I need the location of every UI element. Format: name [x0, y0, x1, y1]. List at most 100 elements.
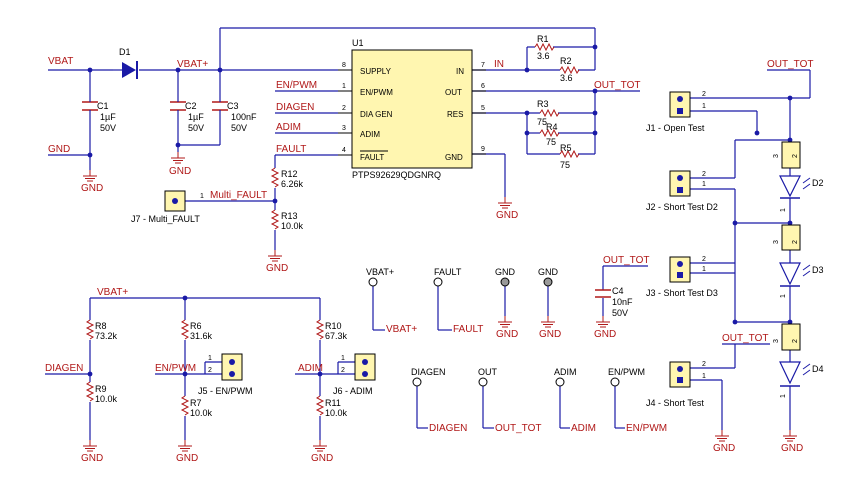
c2-volt: 50V	[188, 123, 204, 133]
u1-pin-gnd: GND	[445, 153, 463, 162]
jp-d4-pin-3: 3	[773, 339, 780, 343]
gnd-label-c1: GND	[81, 183, 103, 194]
net-out-tot-right: OUT_TOT	[767, 59, 813, 70]
net-vbat: VBAT	[48, 56, 73, 67]
u1-pin-7-num: 7	[481, 62, 485, 69]
j7-pin-1-num: 1	[200, 193, 204, 200]
c1-volt: 50V	[100, 123, 116, 133]
j2-pin-2: 2	[702, 171, 706, 178]
r1-ref: R1	[537, 34, 549, 44]
net-en-pwm-divider: EN/PWM	[155, 363, 196, 374]
j5-pin-1: 1	[208, 355, 212, 362]
j5-label: J5 - EN/PWM	[198, 386, 253, 396]
u1-pin-3-num: 3	[342, 125, 346, 132]
r6-ref: R6	[190, 321, 202, 331]
u1-pin-1-num: 1	[342, 83, 346, 90]
r11-value: 10.0k	[325, 408, 348, 418]
u1-pin-4-num: 4	[342, 147, 346, 154]
capacitor-c1	[82, 100, 98, 117]
tp-out-label: OUT	[478, 367, 498, 377]
jp-d4-pin-2: 2	[792, 339, 799, 343]
net-fault: FAULT	[276, 144, 306, 155]
r12-value: 6.26k	[281, 179, 304, 189]
u1-pin-8-num: 8	[342, 62, 346, 69]
resistors	[86, 43, 580, 416]
net-out-tot-j4: OUT_TOT	[722, 333, 768, 344]
capacitor-c2	[170, 100, 186, 117]
d3-ref: D3	[812, 265, 824, 275]
gnd-label-j4: GND	[713, 443, 735, 454]
j7-label: J7 - Multi_FAULT	[131, 214, 200, 224]
j3-label: J3 - Short Test D3	[646, 288, 718, 298]
r2-value: 3.6	[560, 73, 573, 83]
gnd-label-u1: GND	[496, 210, 518, 221]
j6-pin-1: 1	[341, 355, 345, 362]
u1-ref: U1	[352, 38, 364, 48]
tp-adim-label: ADIM	[554, 367, 577, 377]
gnd-label-r13: GND	[266, 263, 288, 274]
net-adim-divider: ADIM	[298, 363, 323, 374]
tp-fault-net: FAULT	[453, 324, 483, 335]
c4-ref: C4	[612, 286, 624, 296]
net-multi-fault: Multi_FAULT	[210, 190, 267, 201]
ic-u1	[338, 49, 486, 169]
junctions	[87, 44, 793, 377]
tp-vbat-plus-label: VBAT+	[366, 267, 394, 277]
test-points	[368, 277, 620, 387]
gnd-label-tp1: GND	[496, 329, 518, 340]
j1-label: J1 - Open Test	[646, 123, 705, 133]
tp-adim-net: ADIM	[571, 423, 596, 434]
j4-pin-2: 2	[702, 361, 706, 368]
r7-ref: R7	[190, 398, 202, 408]
c2-value: 1µF	[188, 112, 204, 122]
tp-vbat-plus-net: VBAT+	[386, 324, 417, 335]
capacitor-c3	[212, 100, 228, 117]
d2-ref: D2	[812, 178, 824, 188]
connectors	[164, 91, 691, 388]
gnd-label-tp2: GND	[539, 329, 561, 340]
tp-out-net: OUT_TOT	[495, 423, 541, 434]
net-out-tot: OUT_TOT	[594, 80, 640, 91]
u1-pin-out: OUT	[445, 88, 462, 97]
u1-pin-2-num: 2	[342, 105, 346, 112]
leds	[779, 175, 811, 387]
j4-pin-1: 1	[702, 373, 706, 380]
net-diagen-divider: DIAGEN	[45, 363, 83, 374]
j6-pin-2: 2	[341, 367, 345, 374]
tp-diagen-label: DIAGEN	[411, 367, 446, 377]
c4-volt: 50V	[612, 308, 628, 318]
capacitor-c4	[595, 289, 611, 298]
r5-ref: R5	[560, 143, 572, 153]
u1-pin-5-num: 5	[481, 105, 485, 112]
net-vbat-plus: VBAT+	[177, 59, 208, 70]
u1-pin-fault: FAULT	[360, 153, 384, 162]
d4-ref: D4	[812, 364, 824, 374]
j1-pin-2: 2	[702, 91, 706, 98]
jp-d2-pin-3: 3	[773, 154, 780, 158]
r13-value: 10.0k	[281, 221, 304, 231]
j1-pin-1: 1	[702, 103, 706, 110]
r11-ref: R11	[325, 398, 341, 408]
c3-ref: C3	[227, 101, 239, 111]
r3-ref: R3	[537, 99, 549, 109]
gnd-label-d4: GND	[781, 443, 803, 454]
r9-ref: R9	[95, 384, 107, 394]
tp-gnd1-label: GND	[495, 267, 516, 277]
net-in: IN	[494, 59, 504, 70]
c1-value: 1µF	[100, 112, 116, 122]
c3-volt: 50V	[231, 123, 247, 133]
u1-pin-diagen: DIA GEN	[360, 110, 393, 119]
tp-diagen-net: DIAGEN	[429, 423, 467, 434]
r5-value: 75	[560, 160, 570, 170]
u1-pin-supply: SUPPLY	[360, 67, 392, 76]
r4-value: 75	[546, 137, 556, 147]
tp-fault-label: FAULT	[434, 267, 462, 277]
d2-pin-1: 1	[780, 208, 787, 212]
tp-en-pwm-label: EN/PWM	[608, 367, 645, 377]
c4-value: 10nF	[612, 297, 633, 307]
jp-d3-pin-2: 2	[792, 240, 799, 244]
u1-part: PTPS92629QDGNRQ	[352, 170, 441, 180]
gnd-label-c2: GND	[169, 166, 191, 177]
net-adim: ADIM	[276, 122, 301, 133]
